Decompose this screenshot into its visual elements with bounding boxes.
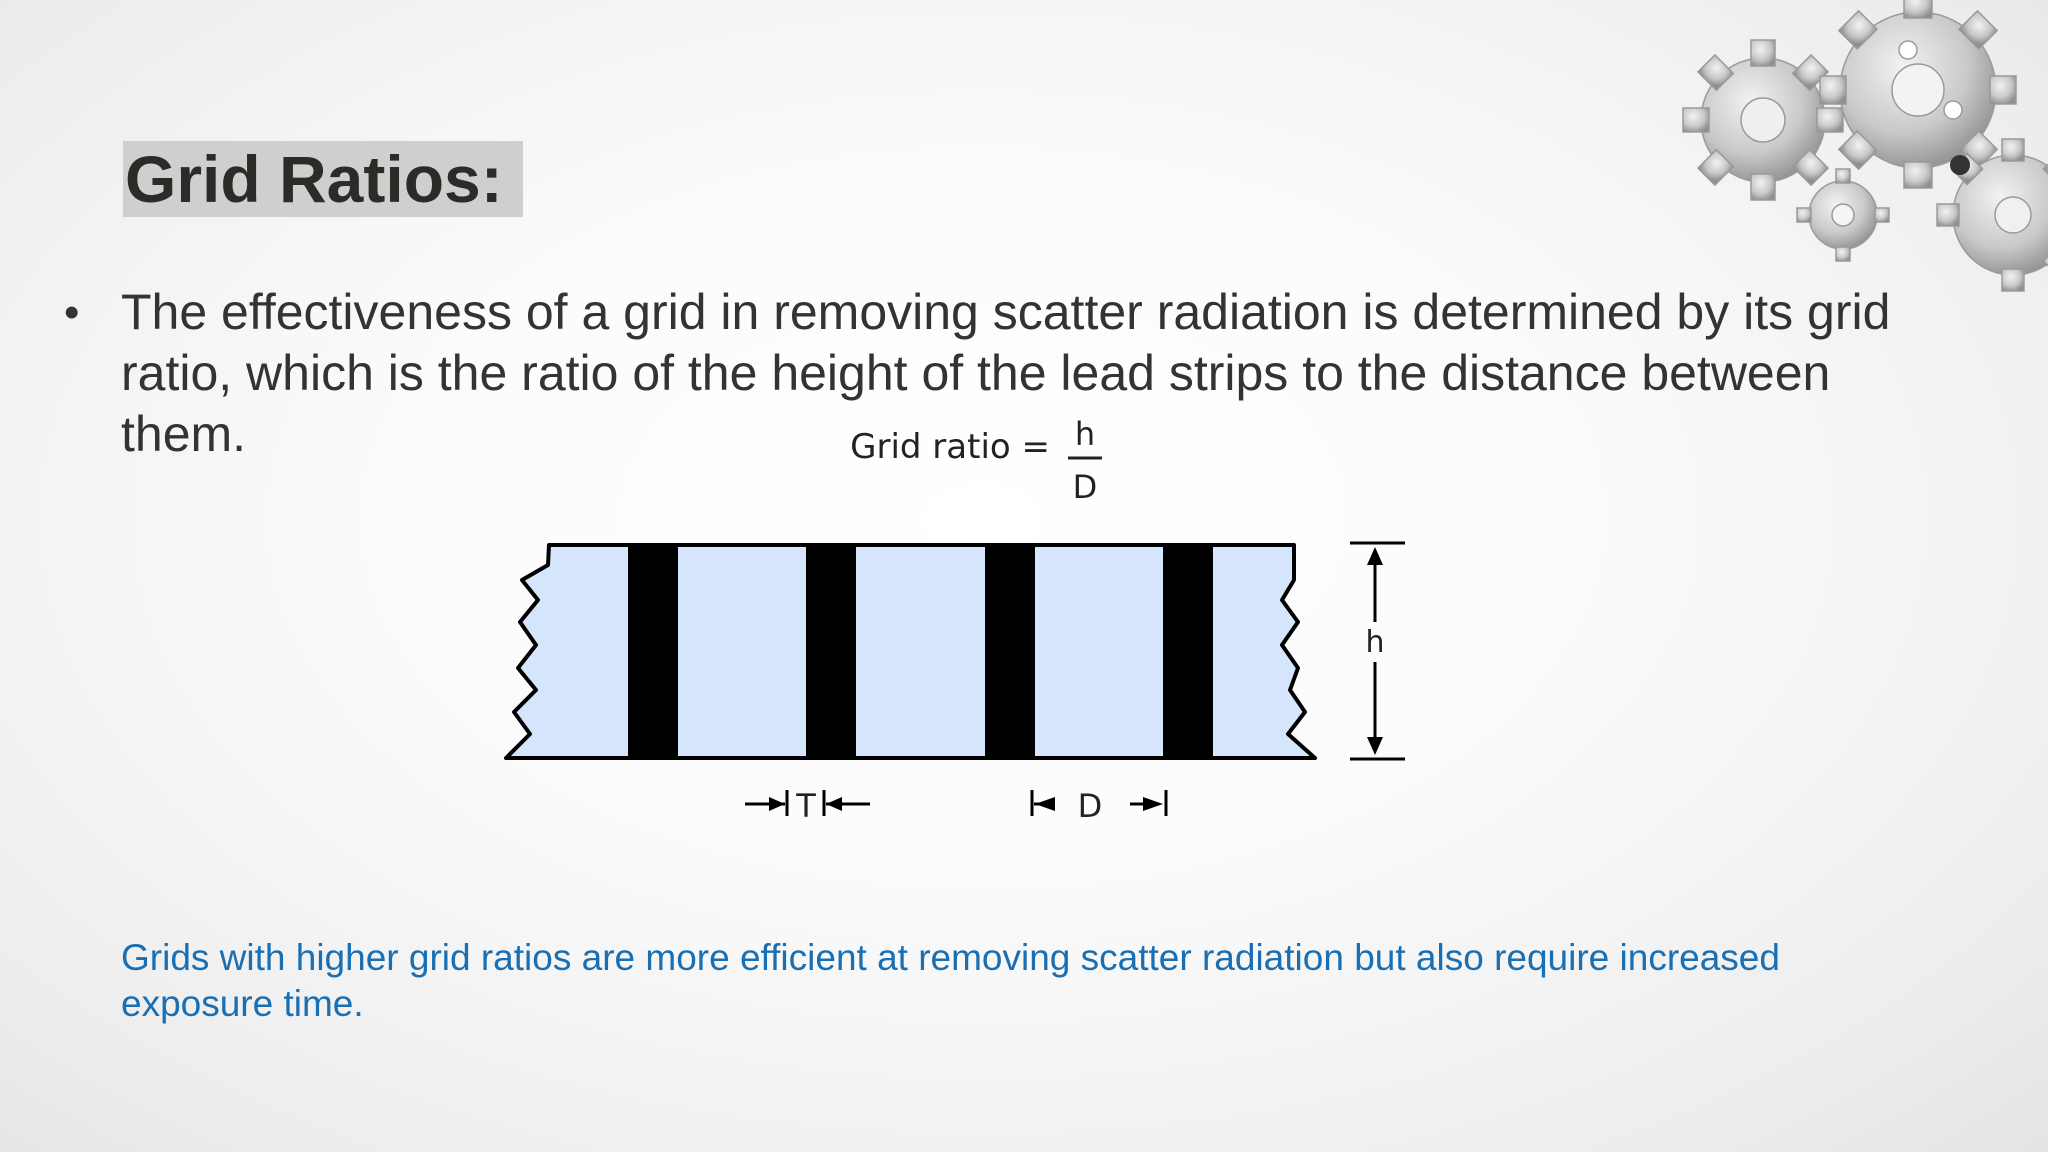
bullet-text: The effectiveness of a grid in removing … xyxy=(121,284,1891,462)
gears-icon xyxy=(1682,0,2048,292)
height-dimension xyxy=(1350,541,1405,761)
formula-denominator: D xyxy=(1073,468,1098,506)
interspace-label: D xyxy=(1078,787,1103,825)
summary-note: Grids with higher grid ratios are more e… xyxy=(121,937,1780,1024)
arrow-right-icon xyxy=(769,797,785,811)
bullet-item: • The effectiveness of a grid in removin… xyxy=(64,282,1890,465)
grid-ratio-diagram: Grid ratio = h D h T D xyxy=(504,415,1405,825)
height-label: h xyxy=(1365,625,1384,660)
arrow-down-icon xyxy=(1367,737,1383,755)
grid-interspace xyxy=(504,543,1317,760)
formula-label: Grid ratio = xyxy=(850,427,1050,467)
bullet-marker: • xyxy=(64,288,80,337)
arrow-up-icon xyxy=(1367,547,1383,565)
slide-title: Grid Ratios: xyxy=(123,141,523,217)
lead-strip xyxy=(1163,545,1213,758)
lead-strip xyxy=(806,545,856,758)
lead-strip xyxy=(985,545,1035,758)
arrow-left-icon xyxy=(826,797,842,811)
formula-numerator: h xyxy=(1075,415,1095,453)
arrow-right-icon xyxy=(1143,797,1163,811)
arrow-left-icon xyxy=(1035,797,1055,811)
thickness-label: T xyxy=(795,787,816,825)
lead-strip xyxy=(628,545,678,758)
